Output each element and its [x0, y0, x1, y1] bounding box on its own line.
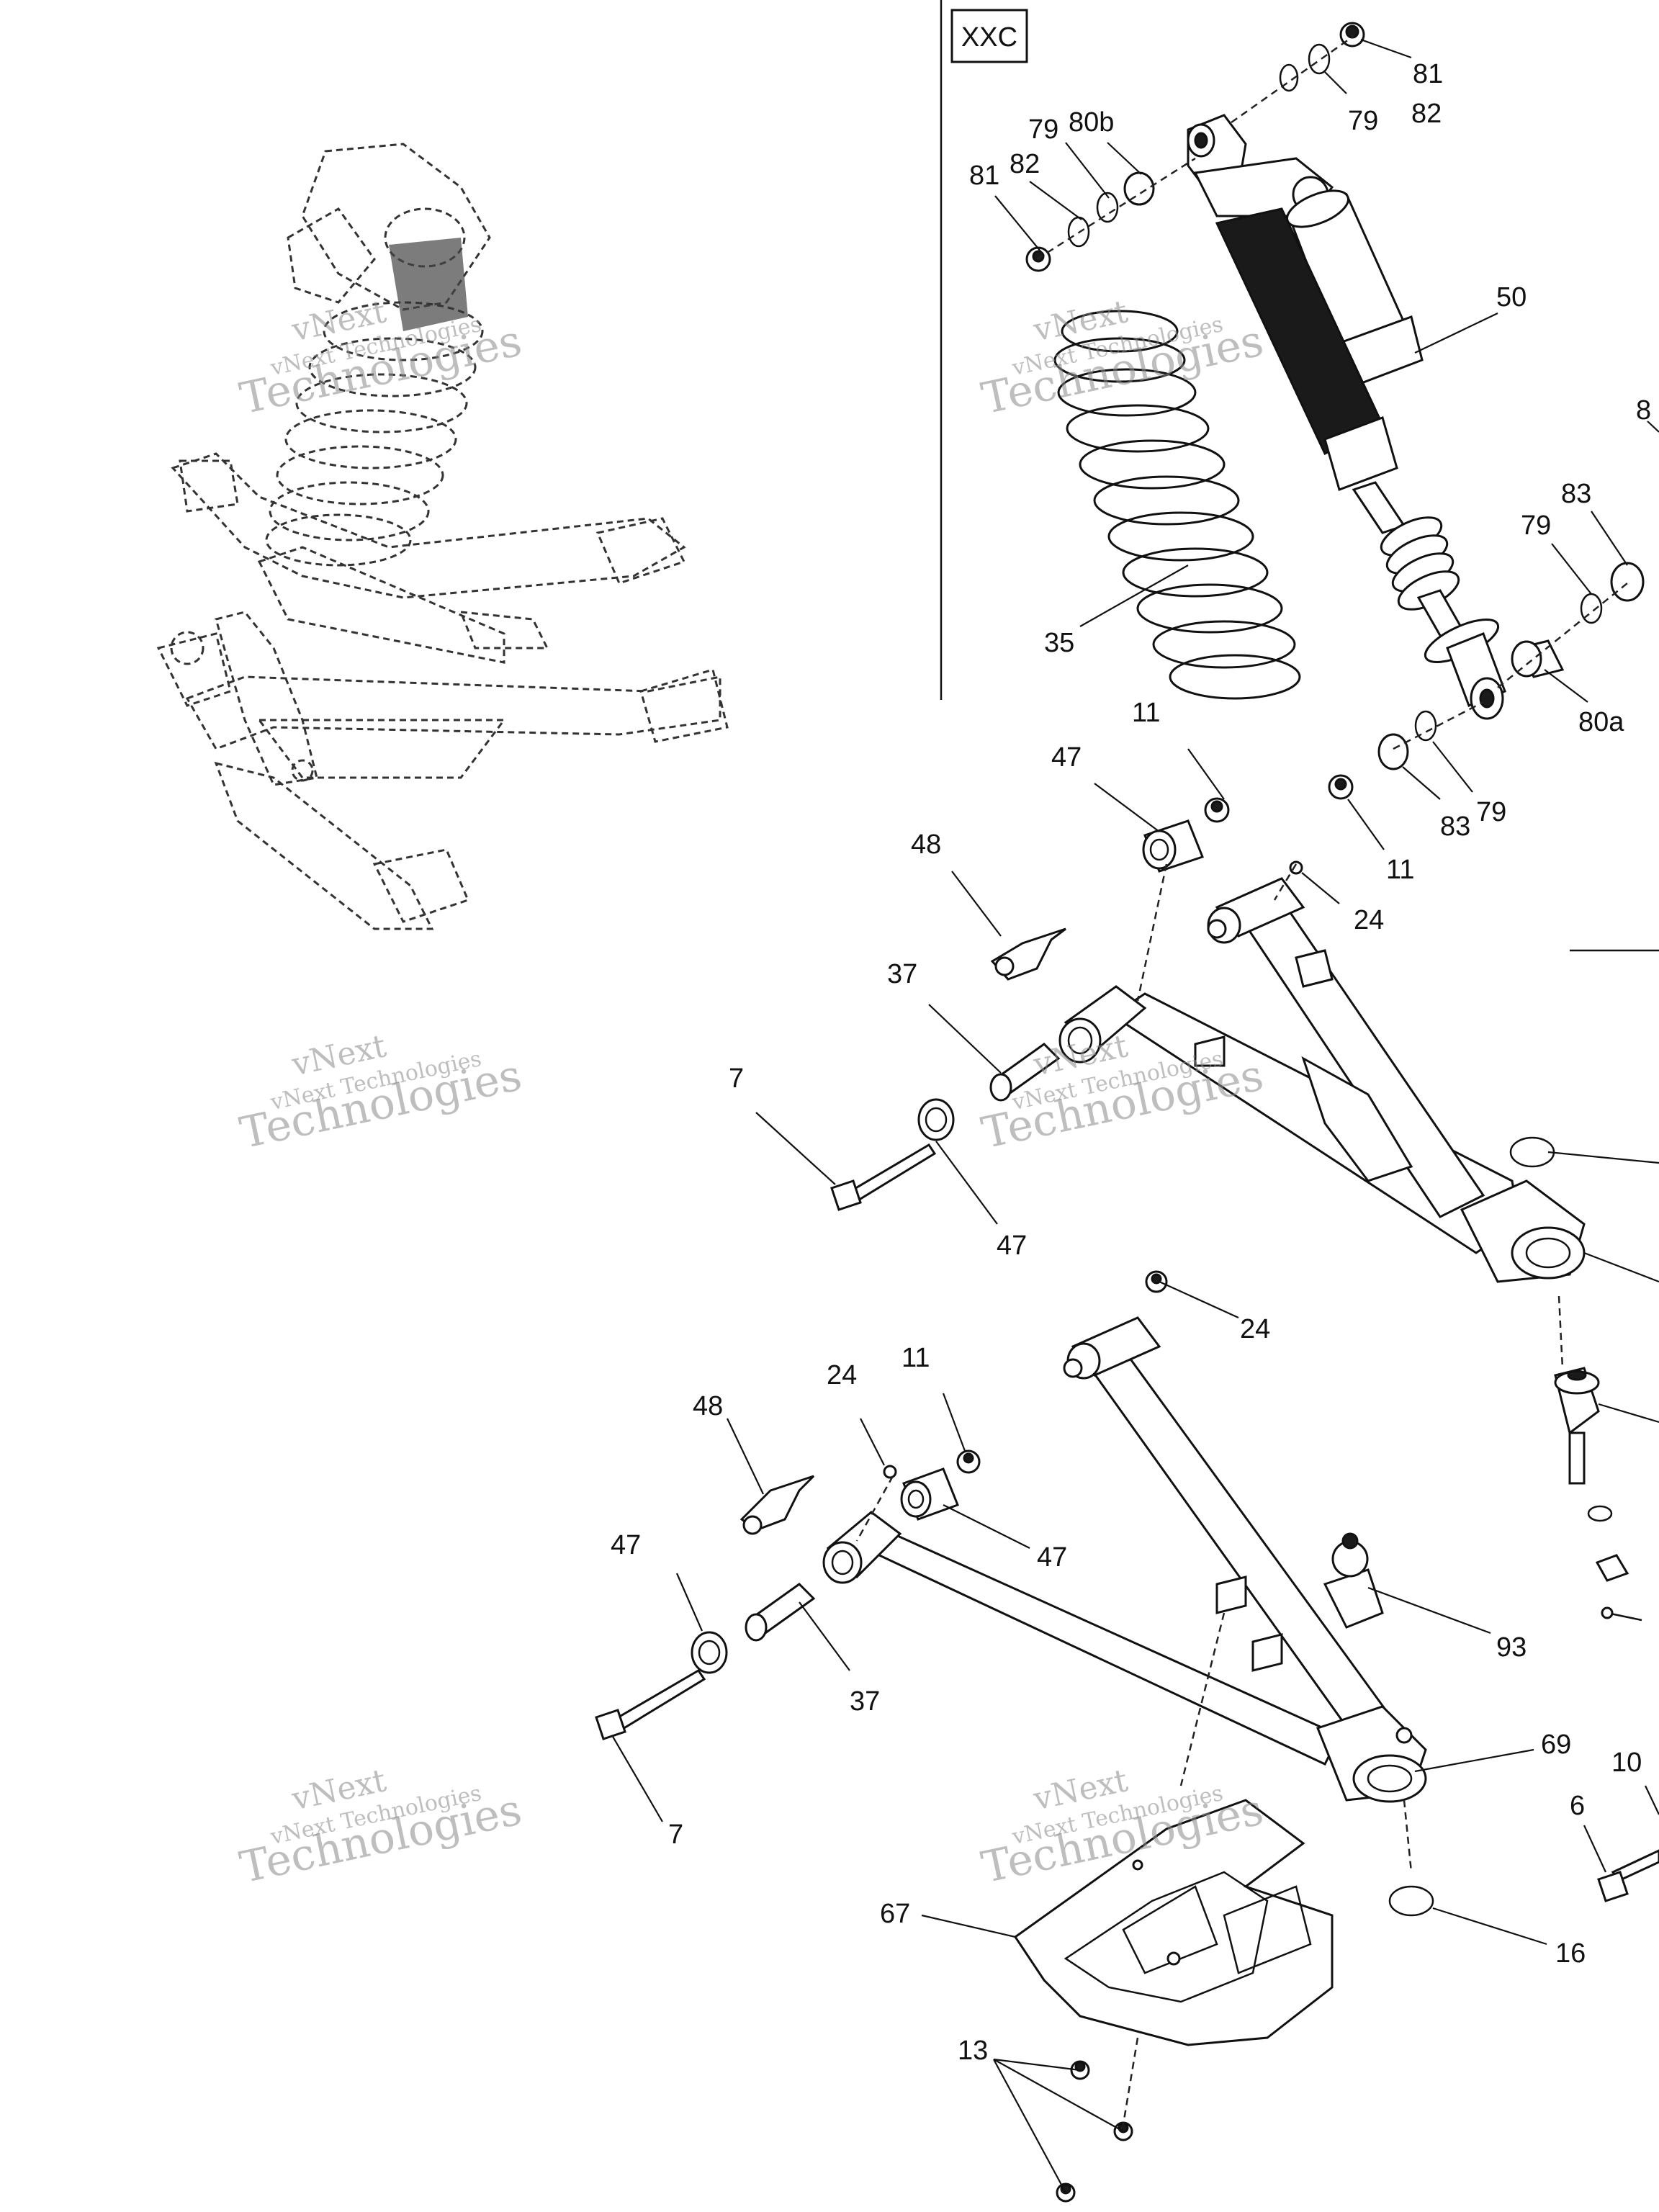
- callout: 81: [969, 161, 999, 191]
- upper-arm-hardware: [830, 797, 1564, 1369]
- knuckle-hardware: [1554, 1367, 1642, 1622]
- shock-absorber: [1187, 114, 1506, 720]
- callout: 47: [1051, 742, 1082, 773]
- callout: 83: [1440, 811, 1470, 842]
- variant-label: XXC: [961, 22, 1017, 53]
- callout: 8: [1636, 395, 1651, 426]
- callout: 82: [1010, 149, 1040, 179]
- leader-lines: [611, 38, 1659, 2193]
- callout: 7: [668, 1820, 683, 1850]
- callout: 50: [1496, 282, 1527, 313]
- callout: 80b: [1069, 107, 1114, 138]
- callout: 24: [827, 1360, 857, 1390]
- callout: 79: [1521, 511, 1551, 541]
- callout: 93: [1496, 1632, 1527, 1663]
- callout: 37: [887, 959, 917, 989]
- callout: 11: [902, 1343, 930, 1373]
- callout: 35: [1044, 628, 1074, 658]
- lower-arm-hardware: [595, 1270, 1659, 1917]
- watermark-5: vNext vNext Technologies Technologies: [235, 1762, 526, 1893]
- callout: 48: [911, 830, 941, 860]
- callout: 83: [1561, 479, 1591, 509]
- shock-bottom-hardware: [1328, 562, 1645, 800]
- callout: 48: [693, 1391, 723, 1421]
- variant-box: XXC: [950, 9, 1028, 63]
- callout: 24: [1240, 1314, 1270, 1344]
- watermark-2: vNext vNext Technologies Technologies: [977, 293, 1267, 424]
- callout: 69: [1541, 1730, 1571, 1760]
- callout: 37: [850, 1686, 880, 1717]
- callout: 11: [1132, 698, 1160, 728]
- callout: 79: [1348, 106, 1378, 136]
- callout-labels: 81 82 79 81 82 79 80b 50 8 83 79 35 80a …: [611, 59, 1651, 2066]
- nuts: [1056, 2037, 1139, 2203]
- callout: 6: [1570, 1791, 1585, 1821]
- watermark-1: vNext vNext Technologies Technologies: [235, 293, 526, 424]
- watermark-3: vNext vNext Technologies Technologies: [235, 1028, 526, 1159]
- lower-a-arm: [822, 1316, 1427, 1803]
- callout: 47: [611, 1530, 641, 1560]
- callout: 81: [1413, 59, 1443, 89]
- callout: 80a: [1578, 707, 1624, 737]
- watermark: vNext vNext Technologies Technologies vN…: [235, 293, 1267, 1893]
- callout: 47: [997, 1231, 1027, 1261]
- callout: 67: [880, 1899, 910, 1929]
- callout: 7: [729, 1064, 744, 1094]
- assembly-overview: [156, 143, 729, 930]
- coil-spring: [1053, 310, 1301, 700]
- callout: 47: [1037, 1542, 1067, 1573]
- callout: 82: [1411, 99, 1442, 129]
- callout: 10: [1611, 1748, 1642, 1778]
- callout: 24: [1354, 905, 1384, 935]
- callout: 79: [1028, 114, 1058, 145]
- callout: 11: [1386, 855, 1414, 885]
- callout: 79: [1476, 797, 1506, 827]
- callout: 16: [1555, 1938, 1586, 1969]
- upper-a-arm: [1058, 877, 1586, 1283]
- callout: 13: [958, 2036, 988, 2066]
- skid-plate: [1013, 1799, 1334, 2046]
